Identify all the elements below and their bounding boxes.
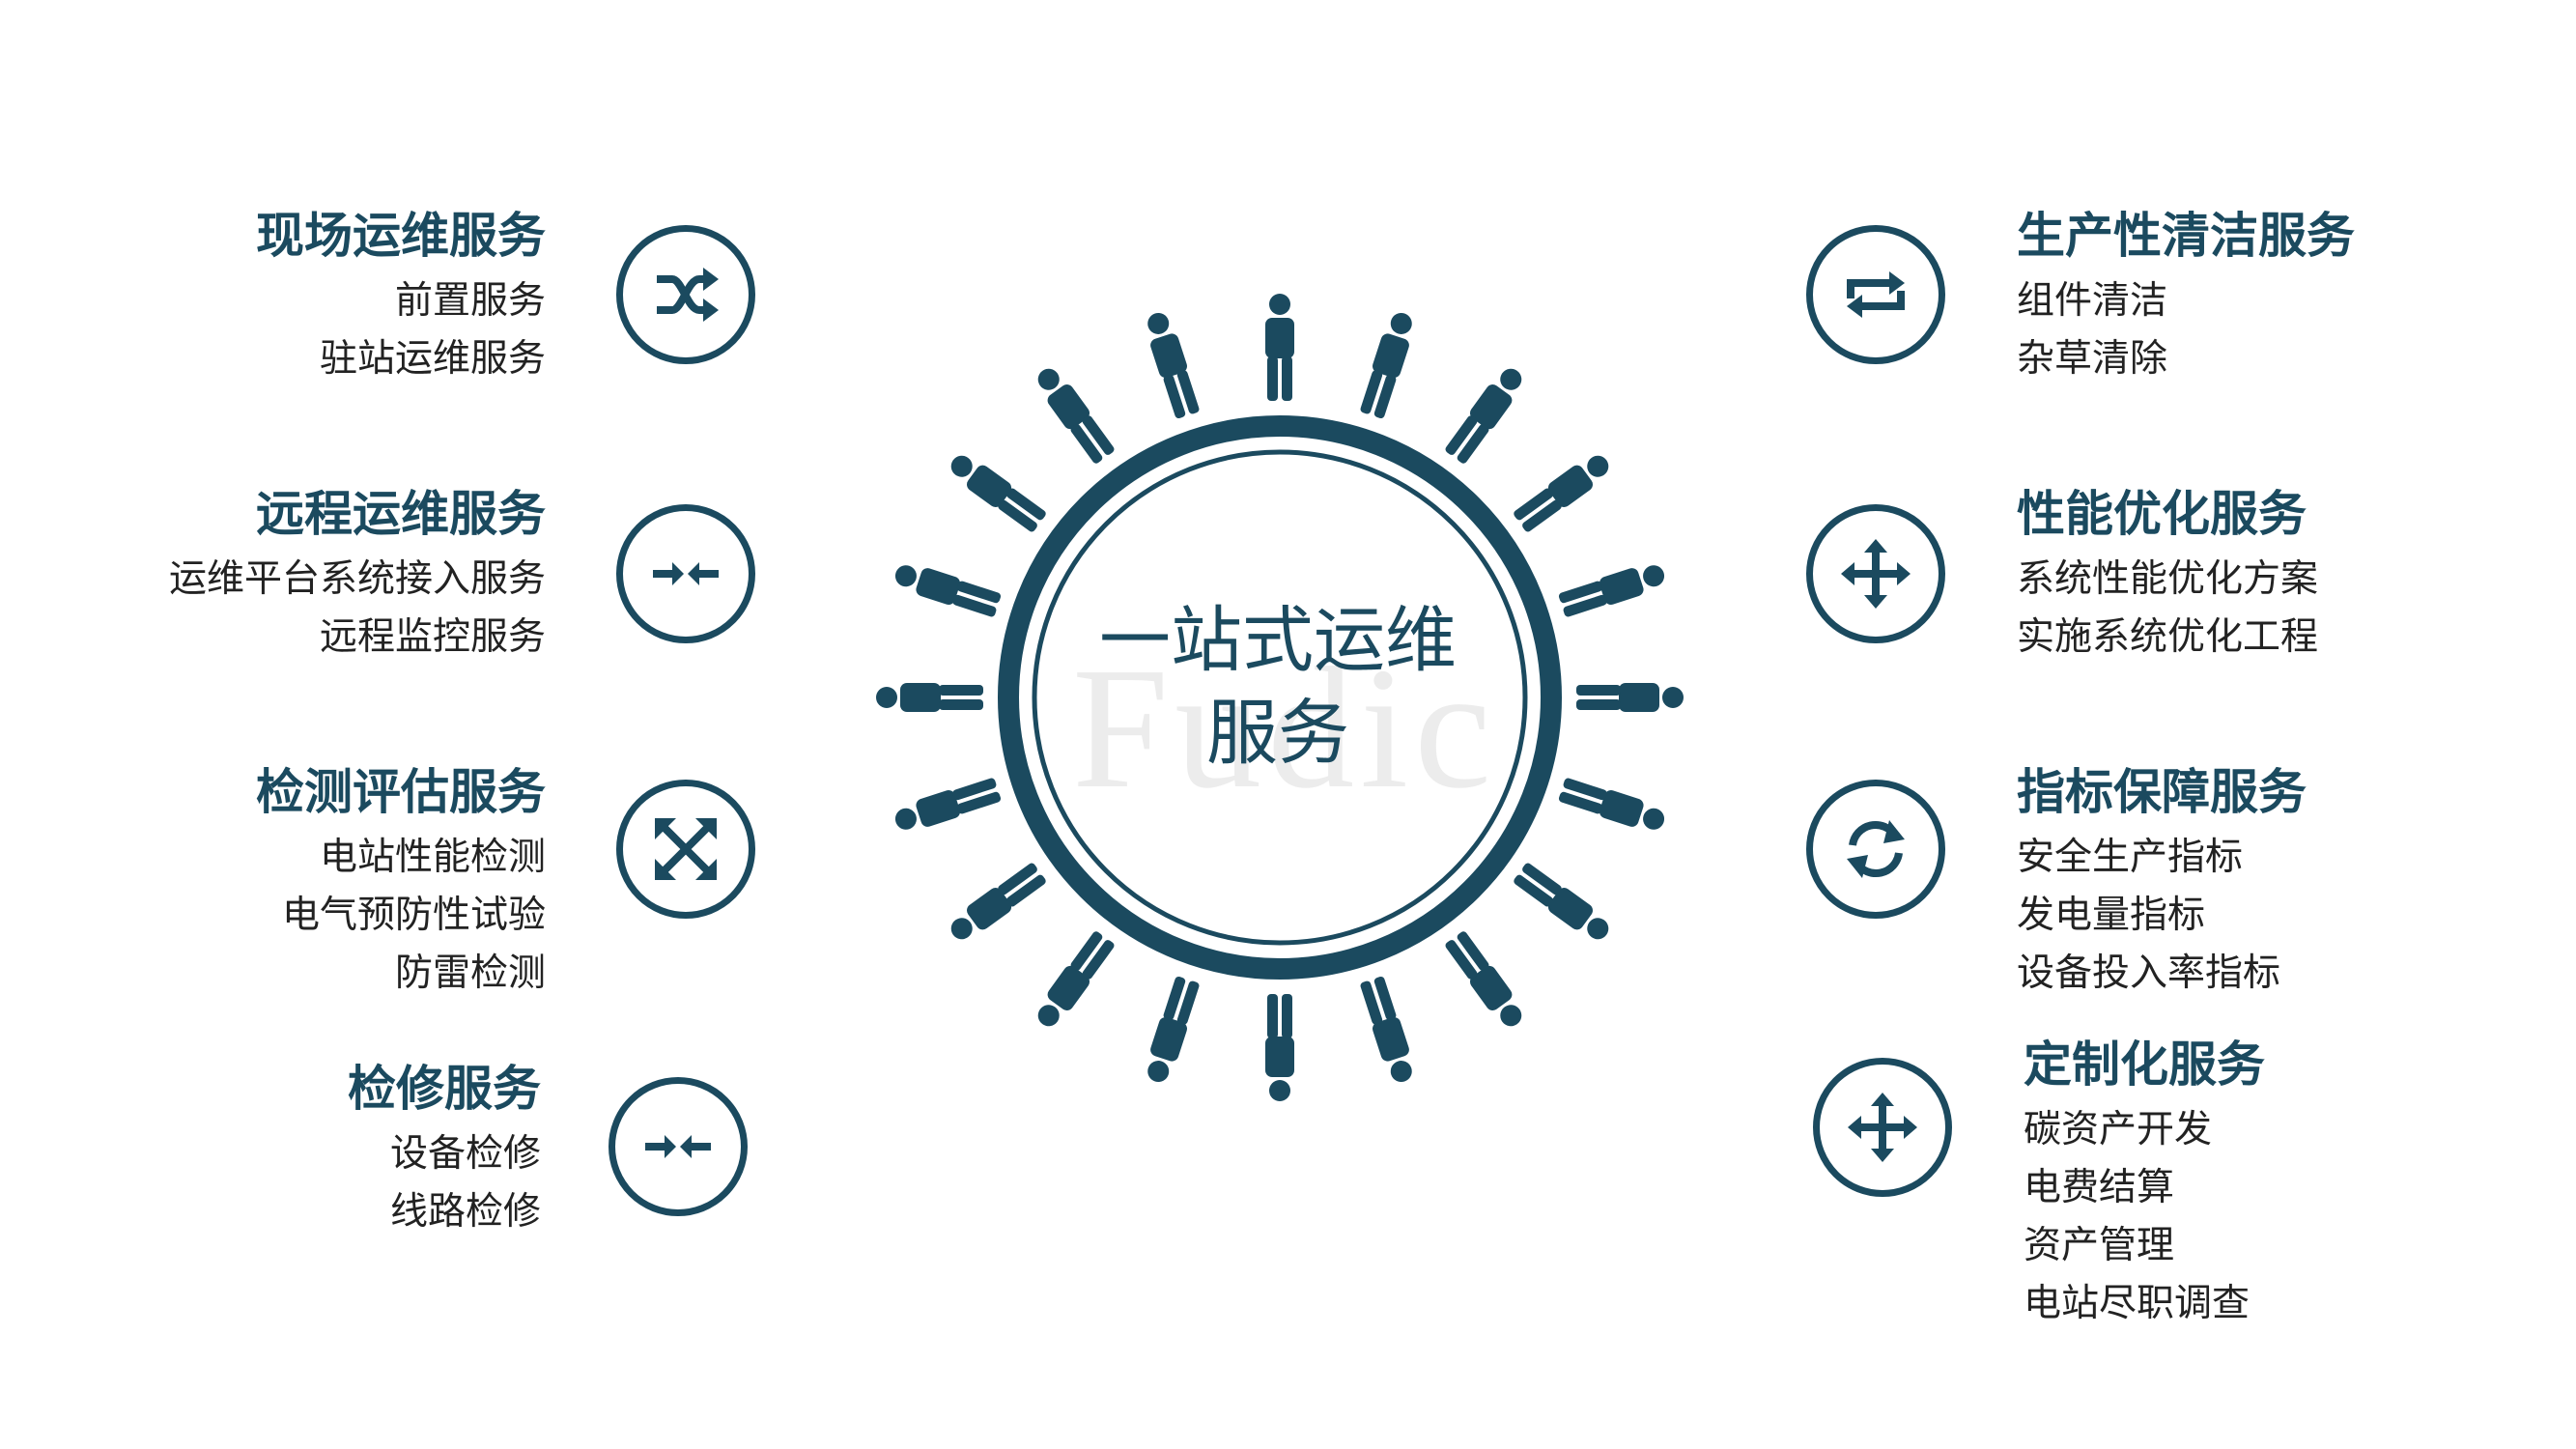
service-item: 电站尽职调查 xyxy=(2024,1282,2250,1325)
outer-ring xyxy=(998,415,1562,980)
service-item: 设备检修 xyxy=(389,1132,541,1176)
person-icon xyxy=(950,863,1046,940)
service-title: 生产性清洁服务 xyxy=(2017,208,2355,264)
move-arrows-icon xyxy=(1848,1093,1917,1162)
service-item: 前置服务 xyxy=(394,279,546,323)
service-title: 远程运维服务 xyxy=(256,486,546,542)
person-icon xyxy=(876,683,983,712)
service-item: 实施系统优化工程 xyxy=(2017,615,2319,659)
service-item: 碳资产开发 xyxy=(2024,1108,2213,1151)
service-item: 远程监控服务 xyxy=(319,615,546,659)
service-item: 安全生产指标 xyxy=(2017,836,2244,879)
service-title: 现场运维服务 xyxy=(256,208,546,264)
service-block-onsite: 现场运维服务 前置服务 驻站运维服务 xyxy=(5,205,546,388)
service-block-inspection: 检测评估服务 电站性能检测 电气预防性试验 防雷检测 xyxy=(5,761,546,1003)
service-icon-optimization xyxy=(1806,504,1945,643)
service-item: 发电量指标 xyxy=(2017,894,2206,937)
person-icon xyxy=(1514,455,1609,532)
service-item: 驻站运维服务 xyxy=(319,337,546,381)
arrows-inward-icon xyxy=(645,1135,711,1158)
service-icon-repair xyxy=(609,1077,748,1216)
service-block-repair: 检修服务 设备检修 线路检修 xyxy=(0,1058,541,1241)
center-title-line1: 一站式运维 xyxy=(1099,599,1457,682)
center-title: 一站式运维 服务 xyxy=(1065,594,1490,780)
service-item: 设备投入率指标 xyxy=(2017,952,2281,995)
service-block-optimization: 性能优化服务 系统性能优化方案 实施系统优化工程 xyxy=(2017,483,2576,667)
service-item: 电气预防性试验 xyxy=(281,894,546,937)
person-icon xyxy=(1514,863,1609,940)
service-icon-indicators xyxy=(1806,780,1945,919)
person-icon xyxy=(1576,683,1684,712)
person-icon xyxy=(1147,976,1200,1083)
service-icon-onsite xyxy=(616,225,755,364)
service-icon-cleaning xyxy=(1806,225,1945,364)
inner-ring xyxy=(1032,449,1528,946)
service-title: 检修服务 xyxy=(348,1061,541,1117)
people-ring xyxy=(876,294,1684,1101)
service-icon-inspection xyxy=(616,780,755,919)
center-title-line2: 服务 xyxy=(1206,692,1349,775)
service-title: 检测评估服务 xyxy=(256,764,546,820)
service-block-custom: 定制化服务 碳资产开发 电费结算 资产管理 电站尽职调查 xyxy=(2024,1034,2576,1333)
person-icon xyxy=(1265,294,1294,401)
person-icon xyxy=(1037,931,1115,1027)
service-title: 指标保障服务 xyxy=(2017,764,2307,820)
person-icon xyxy=(1360,312,1412,419)
service-item: 运维平台系统接入服务 xyxy=(168,557,546,601)
service-icon-custom xyxy=(1813,1058,1952,1197)
person-icon xyxy=(1265,994,1294,1101)
person-icon xyxy=(1558,565,1665,617)
shuffle-icon xyxy=(657,268,719,322)
service-item: 电站性能检测 xyxy=(319,836,546,879)
expand-arrows-icon xyxy=(655,818,717,880)
service-block-remote: 远程运维服务 运维平台系统接入服务 远程监控服务 xyxy=(5,483,546,667)
person-icon xyxy=(1445,368,1522,464)
service-title: 性能优化服务 xyxy=(2017,486,2307,542)
repeat-icon xyxy=(1847,271,1905,318)
person-icon xyxy=(894,778,1002,830)
service-item: 组件清洁 xyxy=(2017,279,2168,323)
refresh-icon xyxy=(1847,820,1905,878)
service-item: 线路检修 xyxy=(389,1190,541,1234)
person-icon xyxy=(1037,368,1115,464)
move-arrows-icon xyxy=(1841,539,1911,609)
service-item: 防雷检测 xyxy=(394,952,546,995)
arrows-inward-icon xyxy=(653,562,719,585)
service-block-indicators: 指标保障服务 安全生产指标 发电量指标 设备投入率指标 xyxy=(2017,761,2576,1003)
service-item: 资产管理 xyxy=(2024,1224,2175,1267)
service-item: 杂草清除 xyxy=(2017,337,2168,381)
service-item: 系统性能优化方案 xyxy=(2017,557,2319,601)
service-icon-remote xyxy=(616,504,755,643)
person-icon xyxy=(1445,931,1522,1027)
service-title: 定制化服务 xyxy=(2024,1037,2265,1093)
person-icon xyxy=(1147,312,1200,419)
person-icon xyxy=(1360,976,1412,1083)
person-icon xyxy=(1558,778,1665,830)
service-item: 电费结算 xyxy=(2024,1166,2175,1209)
service-block-cleaning: 生产性清洁服务 组件清洁 杂草清除 xyxy=(2017,205,2576,388)
person-icon xyxy=(894,565,1002,617)
person-icon xyxy=(950,455,1046,532)
